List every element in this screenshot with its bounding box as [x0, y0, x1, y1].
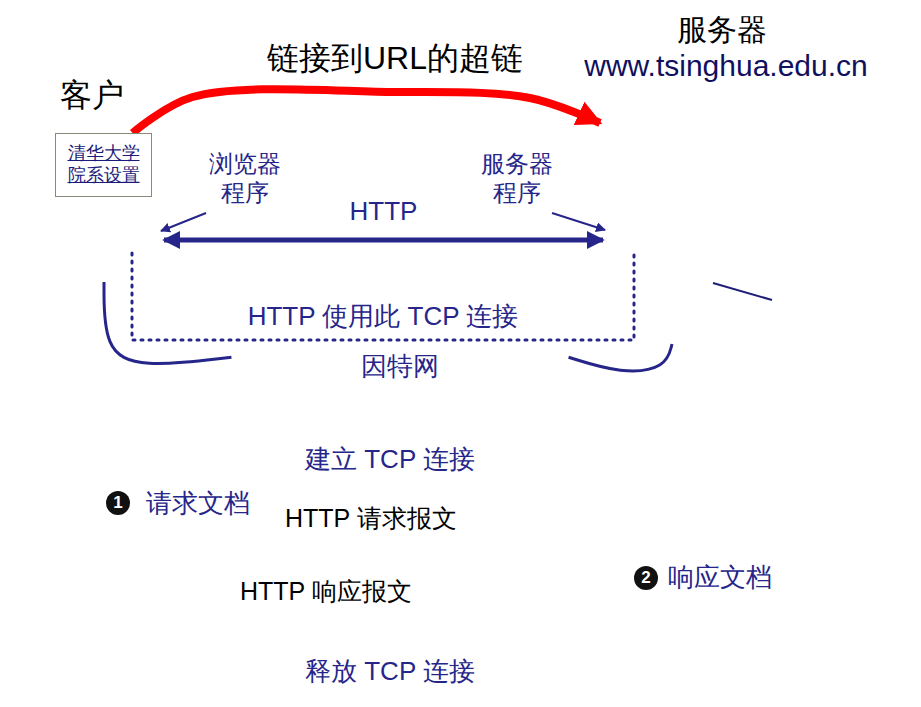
- disk-body: [652, 270, 712, 291]
- request-message: HTTP 请求报文: [285, 503, 590, 555]
- monitor-side: [178, 122, 186, 210]
- response-message: HTTP 响应报文: [240, 576, 545, 628]
- step-label: 响应文档: [668, 562, 772, 593]
- label-layer: 建立 TCP 连接1请求文档2响应文档释放 TCP 连接链接到URL的超链HTT…: [0, 0, 921, 274]
- disk-top: [652, 263, 712, 277]
- program-label: 浏览器 程序: [207, 150, 283, 208]
- message-label: HTTP 请求报文: [285, 503, 457, 533]
- screen-box: 清华大学 院系设置: [55, 133, 152, 197]
- cloud-outline: [204, 248, 597, 407]
- document-icon: [548, 548, 628, 652]
- edge-label: HTTP: [350, 196, 418, 227]
- tower-front: [600, 108, 710, 342]
- system-unit: [22, 208, 180, 256]
- program-label: 服务器 程序: [479, 150, 555, 208]
- connectors: [104, 89, 672, 371]
- program-ellipse: 浏览器 程序: [100, 227, 164, 253]
- program-ellipse: 服务器 程序: [603, 226, 665, 252]
- network-link: [104, 282, 231, 363]
- program-ellipse: [102, 229, 163, 252]
- storage-link: [713, 283, 772, 300]
- keyboard: [20, 260, 184, 280]
- callout-number: 1: [106, 491, 130, 515]
- edge-label: 链接到URL的超链: [267, 39, 523, 77]
- phase-label: 释放 TCP 连接: [297, 656, 483, 687]
- document-fold: [606, 548, 628, 570]
- tower-top: [600, 89, 758, 108]
- drive-slot: [620, 131, 650, 139]
- document-fold: [830, 245, 852, 267]
- monitor-bezel: [48, 128, 162, 202]
- server-tower-shape: [600, 88, 760, 344]
- document-lines: [787, 282, 840, 342]
- leader-line: [161, 213, 206, 231]
- hyperlink-text: 清华大学 院系设置: [64, 143, 144, 186]
- message-arrow: [240, 576, 545, 628]
- network-link: [569, 344, 672, 371]
- program-ellipse-shape: [603, 226, 665, 252]
- client-computer: 客户清华大学 院系设置浏览器 程序: [20, 120, 188, 282]
- http-arrow: [164, 238, 603, 243]
- program-ellipse-shape: [100, 227, 164, 253]
- server-drawing: [600, 89, 758, 342]
- drive-slot: [34, 220, 84, 228]
- monitor-case: [32, 120, 178, 206]
- drive-bay: [614, 124, 658, 146]
- system-unit-side: [180, 208, 187, 256]
- leader-line: [552, 213, 605, 230]
- computer-drawing: [20, 120, 187, 280]
- tower-side: [710, 89, 758, 342]
- hyperlink-arrow: [133, 89, 600, 133]
- callout-number: 2: [634, 566, 658, 590]
- document-icon: [775, 245, 852, 355]
- tcp-connection: [132, 252, 634, 340]
- drive-bay: [614, 154, 658, 166]
- node-heading: 服务器: [677, 12, 767, 48]
- step-label: 请求文档: [146, 488, 250, 519]
- document-lines: [560, 584, 616, 642]
- server-tower: 服务器www.tsinghua.edu.cn服务器 程序: [600, 88, 760, 344]
- server-url: www.tsinghua.edu.cn: [584, 48, 868, 84]
- phase-label: 建立 TCP 连接: [297, 444, 483, 475]
- message-label: HTTP 响应报文: [240, 576, 412, 606]
- program-ellipse: [605, 228, 664, 251]
- storage-link: [662, 248, 672, 264]
- node-heading: 客户: [60, 76, 124, 114]
- panel-line: [604, 210, 706, 302]
- message-arrow: [285, 503, 590, 555]
- cloud-label: 因特网: [361, 351, 439, 382]
- edge-label: HTTP 使用此 TCP 连接: [248, 301, 519, 332]
